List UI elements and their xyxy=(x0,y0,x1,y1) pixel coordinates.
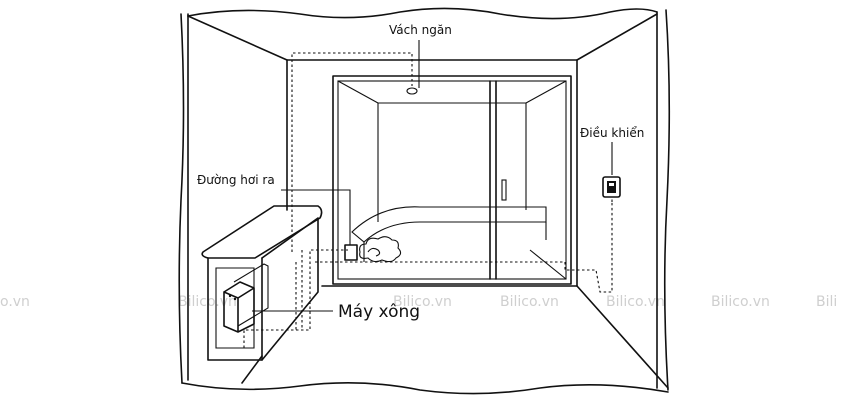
cabin-bench xyxy=(351,206,547,243)
floor-bottom-edge xyxy=(181,382,669,395)
steam-cabin xyxy=(332,75,572,285)
controller-unit[interactable] xyxy=(602,142,621,198)
watermark: Bilico.vn xyxy=(393,294,452,310)
cabin-frame-inner xyxy=(337,80,567,280)
cabin-frame-outer xyxy=(332,75,572,285)
watermark: Bilico.vn xyxy=(606,294,665,310)
watermark-right-fragment: Bili xyxy=(816,294,837,310)
right-wall-edge xyxy=(663,9,671,391)
controller-label: Điều khiển xyxy=(580,126,644,140)
label-partition: Vách ngăn xyxy=(389,23,452,88)
steam-outlet-leader-line xyxy=(281,189,351,245)
watermark-left-fragment: o.vn xyxy=(0,294,30,310)
floor-pipe-route-front xyxy=(315,202,613,293)
watermark: Bilico.vn xyxy=(711,294,770,310)
door-handle[interactable] xyxy=(501,179,507,201)
left-wall-edge xyxy=(178,13,185,384)
label-steam-generator: Máy xông xyxy=(252,302,420,322)
steam-generator-label: Máy xông xyxy=(338,302,420,322)
controller-display-icon xyxy=(609,183,614,186)
controller-panel[interactable] xyxy=(602,176,621,198)
watermark-row: o.vn Bilico.vn Bilico.vn Bilico.vn Bilic… xyxy=(0,294,837,310)
enclosure-inner-frame xyxy=(215,267,255,349)
cabin-inner-diagonals xyxy=(337,80,567,280)
label-controller: Điều khiển xyxy=(580,126,644,140)
label-steam-outlet: Đường hơi ra xyxy=(197,173,351,245)
steam-outlet xyxy=(344,236,402,263)
steam-outlet-label: Đường hơi ra xyxy=(197,173,275,187)
enclosure-side xyxy=(261,217,319,361)
steam-outlet-box xyxy=(344,244,358,261)
cabin-inner-back xyxy=(377,102,527,222)
watermark: Bilico.vn xyxy=(500,294,559,310)
ceiling-left-diagonal xyxy=(187,15,288,61)
overhead-pipe-route xyxy=(291,52,413,252)
ceiling-nozzle-icon xyxy=(406,87,418,95)
enclosure-cutout xyxy=(233,263,269,327)
door-divider xyxy=(489,80,497,280)
partition-label: Vách ngăn xyxy=(389,23,452,37)
floor-pipe-route-left xyxy=(243,249,348,348)
floor-right-diagonal xyxy=(576,285,669,389)
ceiling-right-diagonal xyxy=(576,13,658,61)
ceiling-top-edge xyxy=(187,7,658,20)
generator-indicator-dot xyxy=(228,294,232,298)
generator-enclosure xyxy=(201,205,323,361)
enclosure-front xyxy=(207,257,263,361)
generator-indicator-dot xyxy=(233,297,237,301)
steam-swirl-icon xyxy=(367,247,381,257)
cabin-bench-front xyxy=(363,222,547,262)
enclosure-top xyxy=(201,205,323,259)
steam-cloud-icon xyxy=(359,236,402,263)
room-shell xyxy=(178,7,671,395)
steam-generator-box xyxy=(223,281,255,333)
controller-screen-icon xyxy=(607,181,616,193)
